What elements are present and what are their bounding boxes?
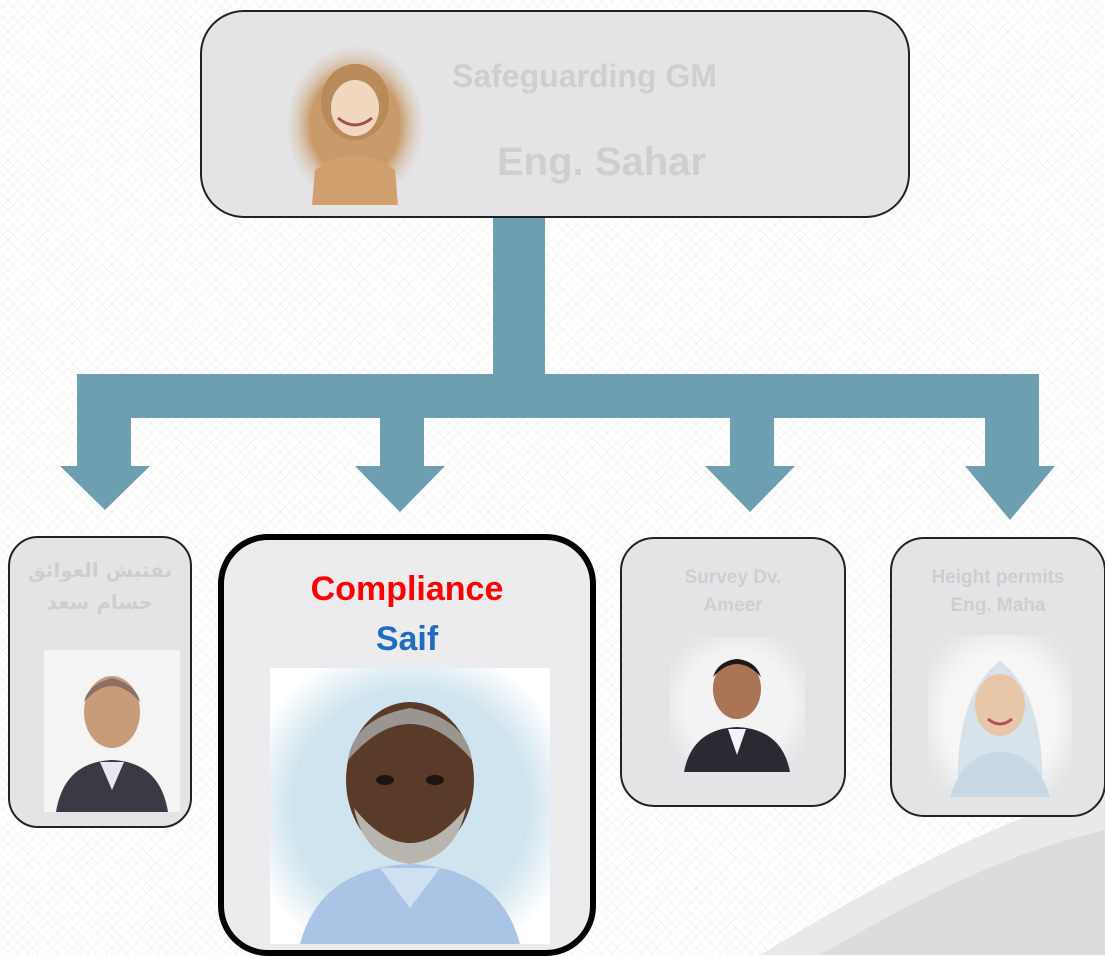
person-photo-icon (928, 635, 1072, 797)
node-obstacle-inspection: تفتيش العوائق حسام سعد (8, 536, 192, 828)
node-name: Saif (375, 620, 439, 658)
person-photo-icon (670, 637, 805, 772)
person-photo-icon (44, 650, 180, 812)
arrow-to-height (965, 410, 1055, 520)
person-photo-icon (280, 40, 430, 205)
arrow-to-survey (705, 410, 795, 512)
arrow-to-compliance (355, 410, 445, 512)
horizontal-connector (77, 374, 1039, 418)
node-name: Eng. Sahar (497, 140, 706, 184)
node-role: Safeguarding GM (452, 58, 717, 94)
node-name: Eng. Maha (950, 595, 1046, 616)
node-role: Compliance (310, 570, 504, 608)
node-role: Height permits (931, 567, 1065, 588)
trunk-connector (493, 218, 545, 378)
node-role: Survey Dv. (684, 567, 782, 588)
node-name: حسام سعد (46, 590, 154, 614)
node-compliance: Compliance Saif (218, 534, 596, 956)
node-name: Ameer (703, 595, 763, 616)
node-survey-division: Survey Dv. Ameer (620, 537, 846, 807)
node-safeguarding-gm: Safeguarding GM Eng. Sahar (200, 10, 910, 218)
arrow-to-inspection (60, 410, 150, 510)
person-photo-icon (270, 668, 550, 944)
node-height-permits: Height permits Eng. Maha (890, 537, 1105, 817)
node-role: تفتيش العوائق (27, 558, 173, 582)
